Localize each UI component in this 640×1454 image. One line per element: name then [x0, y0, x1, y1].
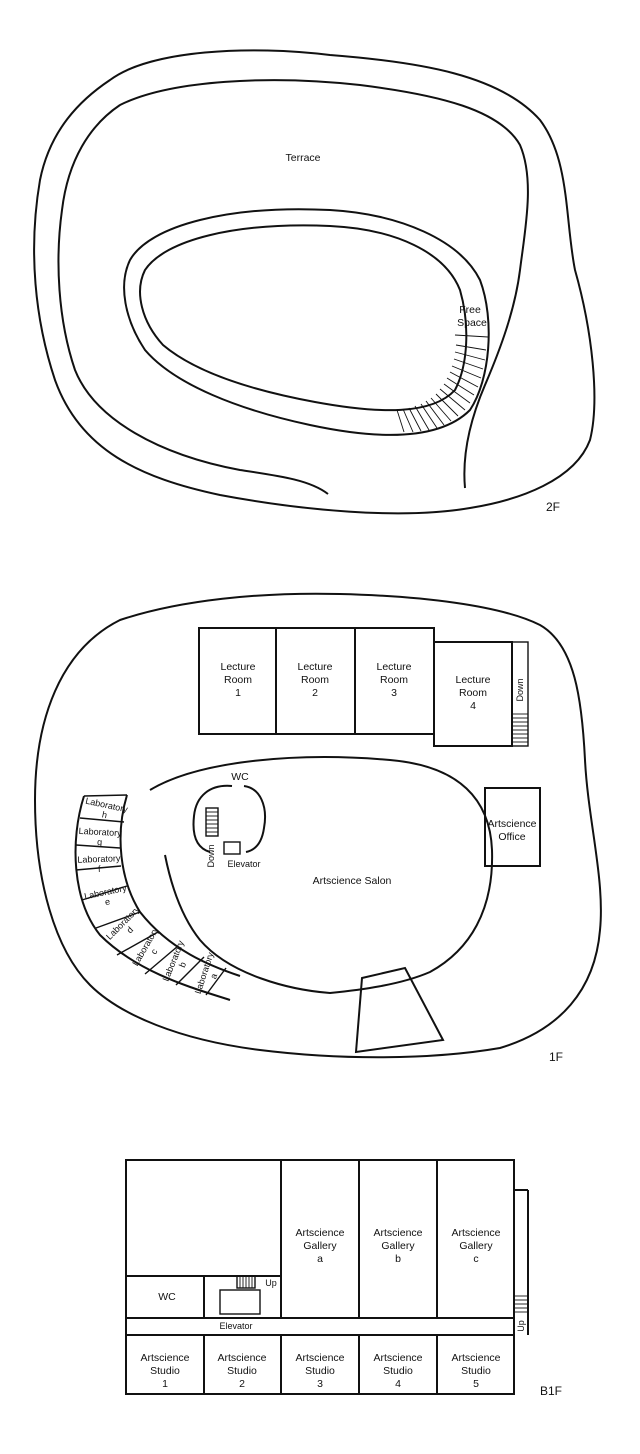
salon-label: Artscience Salon — [313, 875, 392, 887]
studio-4-line3: 4 — [395, 1378, 401, 1390]
wc-label-1f: WC — [231, 771, 249, 783]
elevator-label-1f: Elevator — [227, 859, 260, 869]
studio-1-line2: Studio — [150, 1365, 180, 1377]
lab-a-line2: a — [208, 972, 219, 980]
gallery-b-line2: Gallery — [381, 1240, 415, 1252]
artscience-office[interactable] — [484, 787, 541, 867]
lecture-room-1-line1: Lecture — [220, 661, 255, 673]
studio-2-line3: 2 — [239, 1378, 245, 1390]
terrace-label: Terrace — [285, 152, 320, 164]
gallery-b-line1: Artscience — [373, 1227, 422, 1239]
down-label-left: Down — [206, 844, 216, 867]
office-label-line1: Artscience — [487, 818, 536, 830]
1f-outer-wall — [33, 592, 602, 1059]
2f-court-inner-ring — [139, 224, 468, 412]
2f-stair-treads — [396, 334, 489, 433]
2f-outer-wall — [33, 49, 596, 515]
2f-court-outer-ring — [123, 208, 490, 436]
studio-5-line2: Studio — [461, 1365, 491, 1377]
studio-2-line2: Studio — [227, 1365, 257, 1377]
1f-wc-wall — [192, 784, 266, 853]
lecture-room-3-line2: Room — [380, 674, 408, 686]
up-label-side: Up — [516, 1320, 526, 1332]
gallery-a-line2: Gallery — [303, 1240, 337, 1252]
lecture-room-2-line2: Room — [301, 674, 329, 686]
studio-2-line1: Artscience — [217, 1352, 266, 1364]
lab-g-line1: Laboratory — [78, 826, 122, 838]
floor-label-2f: 2F — [546, 500, 560, 514]
lab-f-line1: Laboratory — [77, 853, 121, 865]
floor-label-b1f: B1F — [540, 1384, 562, 1398]
studio-3-line1: Artscience — [295, 1352, 344, 1364]
free-space-label-line2: Space — [457, 317, 487, 329]
lab-b-line2: b — [177, 960, 188, 968]
gallery-c-line2: Gallery — [459, 1240, 493, 1252]
lecture-room-2-line1: Lecture — [297, 661, 332, 673]
lab-g-line2: g — [97, 837, 103, 847]
studio-1-line1: Artscience — [140, 1352, 189, 1364]
studio-3-line3: 3 — [317, 1378, 323, 1390]
floor-1f-plan: Lecture Room 1 Lecture Room 2 Lecture Ro… — [33, 592, 602, 1064]
lecture-room-4-line1: Lecture — [455, 674, 490, 686]
lab-dividers — [75, 794, 227, 996]
studio-3-line2: Studio — [305, 1365, 335, 1377]
1f-stair-left-treads — [206, 811, 218, 833]
wc-label-b1f: WC — [158, 1291, 176, 1303]
lecture-room-1-line3: 1 — [235, 687, 241, 699]
up-label-stair: Up — [265, 1278, 277, 1288]
b1f-stair-center-treads — [239, 1276, 253, 1288]
studio-5-line1: Artscience — [451, 1352, 500, 1364]
lab-b-line1: Laboratory — [161, 939, 187, 983]
lecture-room-2-line3: 2 — [312, 687, 318, 699]
elevator-label-b1f: Elevator — [219, 1321, 252, 1331]
b1f-side-stair-treads — [514, 1295, 528, 1313]
1f-stair-right — [511, 641, 529, 747]
lab-wing-outer — [74, 795, 231, 1001]
gallery-c-line3: c — [473, 1253, 478, 1265]
studio-1-line3: 1 — [162, 1378, 168, 1390]
lecture-room-4-line3: 4 — [470, 700, 476, 712]
studio-4-line1: Artscience — [373, 1352, 422, 1364]
artscience-salon-wall — [149, 756, 494, 995]
lab-h-line2: h — [101, 809, 108, 820]
lab-f-line2: f — [98, 864, 101, 874]
gallery-a-line3: a — [317, 1253, 323, 1265]
down-label-right: Down — [515, 678, 525, 701]
free-space-label-line1: Free — [459, 304, 481, 316]
1f-stair-right-treads — [512, 713, 528, 743]
office-label-line2: Office — [498, 831, 525, 843]
studio-5-line3: 5 — [473, 1378, 479, 1390]
2f-terrace-edge — [57, 79, 529, 495]
lab-e-line2: e — [104, 896, 111, 907]
1f-elevator-box — [223, 841, 241, 855]
1f-stair-left — [205, 807, 219, 837]
lab-d-line2: d — [125, 925, 136, 936]
gallery-a-line1: Artscience — [295, 1227, 344, 1239]
lecture-room-4-line2: Room — [459, 687, 487, 699]
lecture-room-3-line3: 3 — [391, 687, 397, 699]
floor-2f-plan: Terrace Free Space 2F — [33, 49, 596, 515]
lecture-room-3-line1: Lecture — [376, 661, 411, 673]
studio-4-line2: Studio — [383, 1365, 413, 1377]
lecture-room-1-line2: Room — [224, 674, 252, 686]
b1f-elevator-box — [219, 1289, 261, 1315]
gallery-c-line1: Artscience — [451, 1227, 500, 1239]
salon-entrance — [354, 966, 445, 1054]
gallery-b-line3: b — [395, 1253, 401, 1265]
floor-b1f-plan: Artscience Gallery a Artscience Gallery … — [125, 1159, 562, 1398]
lab-c-line2: c — [149, 947, 160, 956]
floor-label-1f: 1F — [549, 1050, 563, 1064]
